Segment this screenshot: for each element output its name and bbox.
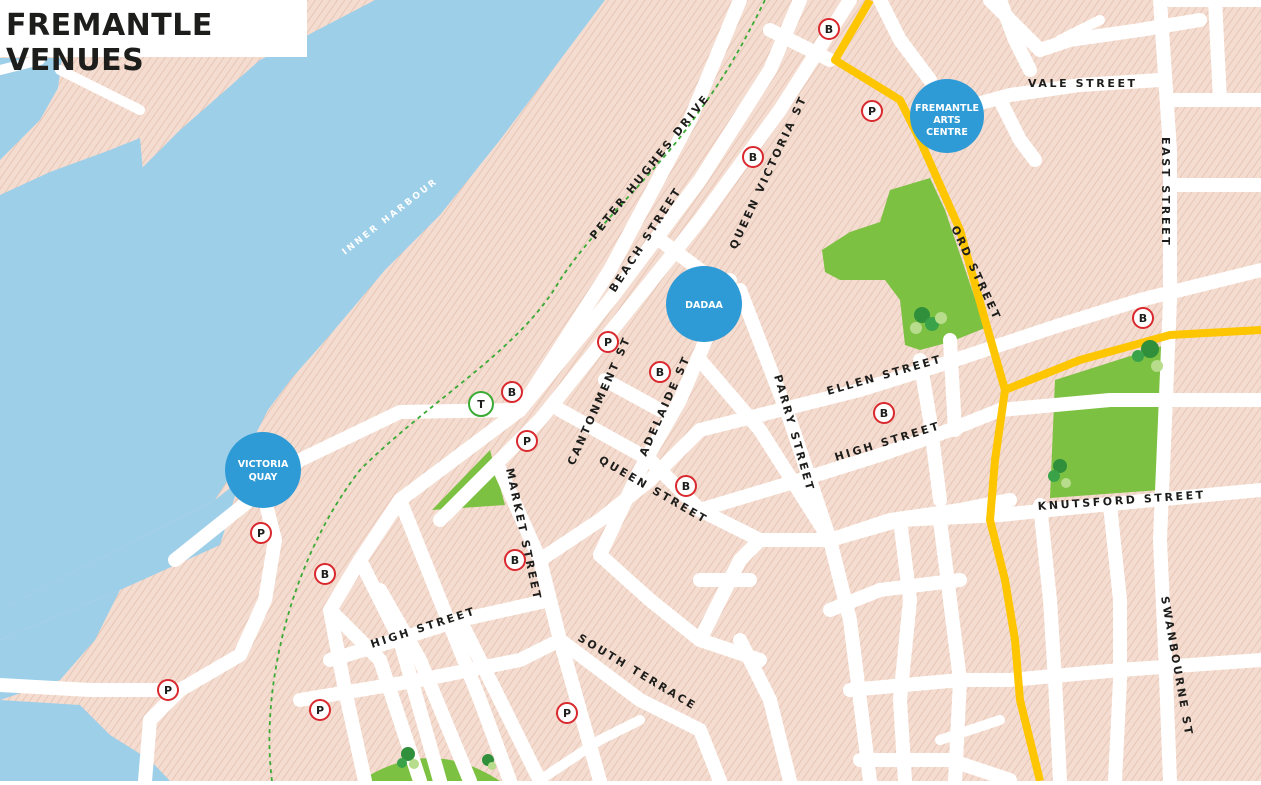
street-label-east-street: EAST STREET [1159, 137, 1172, 247]
bus-stop-marker[interactable]: B [504, 549, 526, 571]
street-label-vale-street: VALE STREET [1028, 77, 1138, 90]
venue-fremantle-arts-centre[interactable]: FREMANTLE ARTS CENTRE [910, 79, 984, 153]
bus-stop-marker[interactable]: B [873, 402, 895, 424]
marker-letter: T [477, 398, 485, 411]
tree-icon [482, 754, 496, 770]
venue-circle-icon [910, 79, 984, 153]
parking-marker[interactable]: P [157, 679, 179, 701]
marker-letter: B [511, 554, 519, 567]
marker-letter: P [604, 336, 612, 349]
train-station-marker[interactable]: T [468, 391, 494, 417]
map-markers: B P B B P B B T B P B P B B P P P [157, 18, 1154, 724]
venue-label-line: QUAY [249, 472, 278, 483]
bus-stop-marker[interactable]: B [649, 361, 671, 383]
venue-dadaa[interactable]: DADAA [666, 266, 742, 342]
venue-label-line: DADAA [685, 300, 723, 311]
marker-letter: P [164, 684, 172, 697]
marker-letter: B [508, 386, 516, 399]
tree-icons [397, 307, 1163, 770]
map-title: FREMANTLE VENUES [0, 0, 307, 78]
marker-letter: B [682, 480, 690, 493]
bus-stop-marker[interactable]: B [314, 563, 336, 585]
marker-letter: P [563, 707, 571, 720]
venue-label-line: CENTRE [926, 127, 968, 138]
bus-stop-marker[interactable]: B [1132, 307, 1154, 329]
marker-letter: P [523, 435, 531, 448]
parking-marker[interactable]: P [516, 430, 538, 452]
marker-letter: B [880, 407, 888, 420]
marker-letter: B [321, 568, 329, 581]
parks [360, 178, 1165, 781]
bus-stop-marker[interactable]: B [675, 475, 697, 497]
marker-letter: P [316, 704, 324, 717]
venue-label-line: VICTORIA [238, 459, 289, 470]
marker-letter: B [749, 151, 757, 164]
venue-victoria-quay[interactable]: VICTORIA QUAY [225, 432, 301, 508]
marker-letter: B [656, 366, 664, 379]
tree-icon [1048, 459, 1071, 488]
marker-letter: P [257, 527, 265, 540]
parking-marker[interactable]: P [861, 100, 883, 122]
parking-marker[interactable]: P [250, 522, 272, 544]
parking-marker[interactable]: P [556, 702, 578, 724]
venue-label-line: ARTS [933, 115, 961, 126]
marker-letter: P [868, 105, 876, 118]
bus-stop-marker[interactable]: B [818, 18, 840, 40]
tree-icon [910, 307, 947, 334]
venue-circle-icon [666, 266, 742, 342]
marker-letter: B [1139, 312, 1147, 325]
bus-stop-marker[interactable]: B [501, 381, 523, 403]
venue-circle-icon [225, 432, 301, 508]
railway-line [268, 0, 766, 782]
marker-letter: B [825, 23, 833, 36]
tree-icon [397, 747, 419, 769]
parking-marker[interactable]: P [597, 331, 619, 353]
tree-icon [1132, 340, 1163, 372]
inner-harbour-water [0, 0, 605, 781]
highway-route-east [1003, 326, 1261, 394]
parking-marker[interactable]: P [309, 699, 331, 721]
bus-stop-marker[interactable]: B [742, 146, 764, 168]
venue-label-line: FREMANTLE [915, 103, 979, 114]
